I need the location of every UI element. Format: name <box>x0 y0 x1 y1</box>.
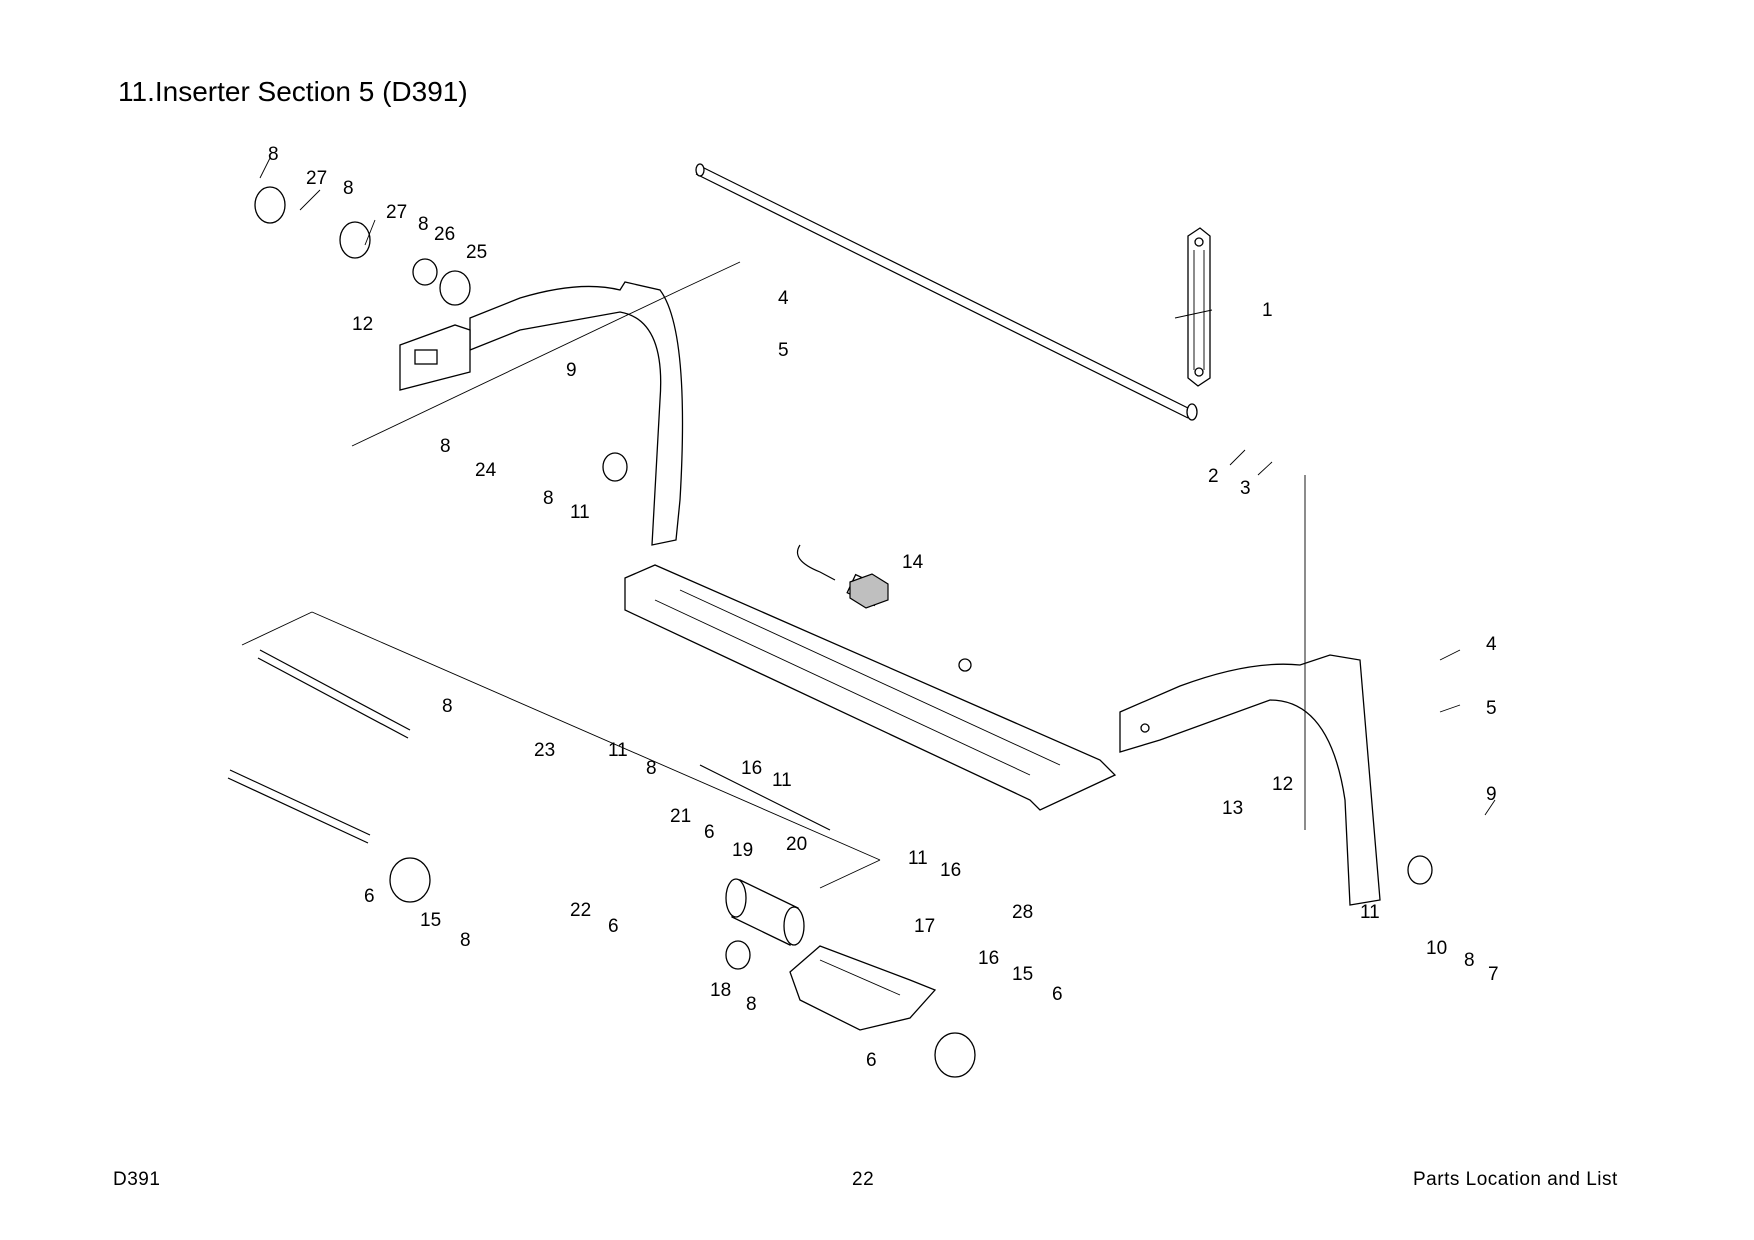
callout-6: 6 <box>704 822 715 843</box>
callout-16: 16 <box>741 758 762 779</box>
callout-22: 22 <box>570 900 591 921</box>
callout-26: 26 <box>434 224 455 245</box>
callout-8: 8 <box>543 488 554 509</box>
right-side-frame <box>1119 475 1381 906</box>
callout-11: 11 <box>608 740 628 761</box>
callout-17: 17 <box>914 916 935 937</box>
callout-8: 8 <box>1464 950 1475 971</box>
callout-6: 6 <box>1052 984 1063 1005</box>
callout-8: 8 <box>646 758 657 779</box>
callout-12: 12 <box>1272 774 1293 795</box>
callout-11: 11 <box>1360 902 1380 923</box>
callout-23: 23 <box>534 740 555 761</box>
callout-6: 6 <box>364 886 375 907</box>
callout-4: 4 <box>1486 634 1497 655</box>
sensor-part <box>796 544 889 609</box>
callout-15: 15 <box>420 910 441 931</box>
callout-10: 10 <box>1426 938 1447 959</box>
footer-model-code: D391 <box>113 1169 161 1190</box>
callout-12: 12 <box>352 314 373 335</box>
callout-6: 6 <box>866 1050 877 1071</box>
callout-19: 19 <box>732 840 753 861</box>
gear-rollers-top <box>254 186 1433 1078</box>
callout-7: 7 <box>1488 964 1499 985</box>
callout-28: 28 <box>1012 902 1033 923</box>
callout-14: 14 <box>902 552 924 573</box>
callout-25: 25 <box>466 242 487 263</box>
callout-27: 27 <box>386 202 407 223</box>
upper-shaft <box>695 163 1198 421</box>
center-base-plate <box>624 564 1117 811</box>
callout-5: 5 <box>1486 698 1497 719</box>
left-side-frame <box>351 261 741 546</box>
callout-labels: 8 27 8 27 8 26 25 12 9 8 24 8 11 4 5 1 2… <box>268 144 1499 1071</box>
callout-16: 16 <box>940 860 961 881</box>
callout-18: 18 <box>710 980 731 1001</box>
callout-16: 16 <box>978 948 999 969</box>
callout-8: 8 <box>746 994 757 1015</box>
roller-19-part <box>725 878 805 946</box>
callout-11: 11 <box>908 848 928 869</box>
footer-page-number: 22 <box>852 1169 875 1190</box>
lever-bar-part <box>1187 227 1211 387</box>
callout-8: 8 <box>268 144 279 165</box>
footer-section-name: Parts Location and List <box>1413 1169 1618 1190</box>
callout-15: 15 <box>1012 964 1033 985</box>
callout-9: 9 <box>1486 784 1497 805</box>
lower-shafts <box>227 611 881 889</box>
bracket-17-part <box>789 945 937 1031</box>
callout-24: 24 <box>475 460 497 481</box>
callout-8: 8 <box>440 436 451 457</box>
callout-21: 21 <box>670 806 691 827</box>
callout-20: 20 <box>786 834 807 855</box>
callout-8: 8 <box>442 696 453 717</box>
callout-3: 3 <box>1240 478 1251 499</box>
callout-9: 9 <box>566 360 577 381</box>
callout-2: 2 <box>1208 466 1219 487</box>
callout-5: 5 <box>778 340 789 361</box>
callout-11: 11 <box>772 770 792 791</box>
callout-1: 1 <box>1262 300 1273 321</box>
callout-8: 8 <box>343 178 354 199</box>
callout-6: 6 <box>608 916 619 937</box>
leader-lines <box>259 157 1496 816</box>
callout-8: 8 <box>460 930 471 951</box>
callout-8: 8 <box>418 214 429 235</box>
callout-13: 13 <box>1222 798 1243 819</box>
callout-27: 27 <box>306 168 327 189</box>
callout-4: 4 <box>778 288 789 309</box>
page-title: 11.Inserter Section 5 (D391) <box>118 76 468 107</box>
callout-11: 11 <box>570 502 590 523</box>
